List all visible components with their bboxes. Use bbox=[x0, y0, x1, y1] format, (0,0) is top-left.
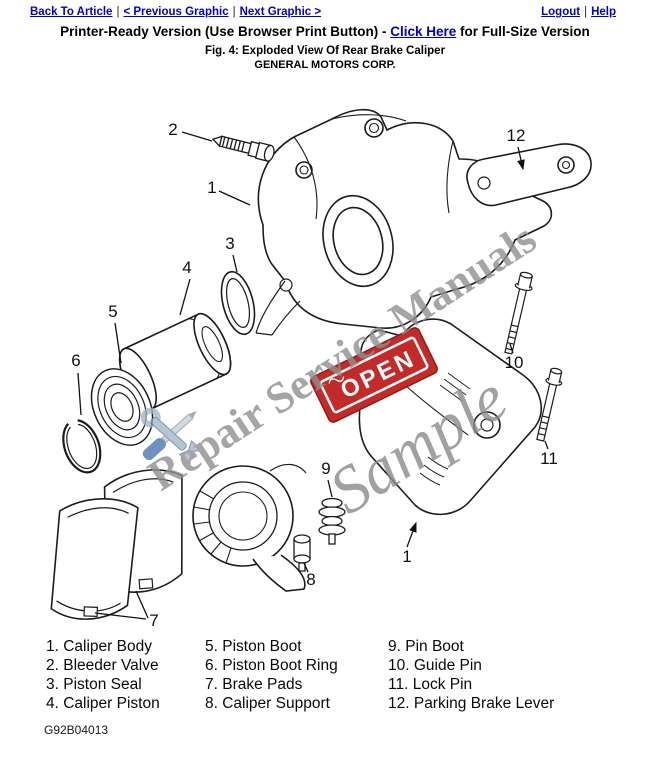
logout-link[interactable]: Logout bbox=[541, 6, 581, 18]
lock-pin-shape bbox=[536, 367, 563, 442]
legend-column-2: 5. Piston Boot 6. Piston Boot Ring 7. Br… bbox=[205, 637, 388, 713]
parts-legend: 1. Caliper Body 2. Bleeder Valve 3. Pist… bbox=[0, 637, 650, 713]
nav-right: Logout|Help bbox=[541, 6, 616, 18]
callout-11: 11 bbox=[540, 449, 558, 468]
caliper-assembly-shape bbox=[192, 463, 307, 592]
help-link[interactable]: Help bbox=[591, 6, 616, 18]
callout-1-bottom: 1 bbox=[402, 547, 411, 566]
legend-column-3: 9. Pin Boot 10. Guide Pin 11. Lock Pin 1… bbox=[388, 637, 554, 713]
callout-9: 9 bbox=[321, 459, 330, 478]
separator: | bbox=[584, 6, 588, 18]
open-sign-flourish bbox=[328, 376, 345, 384]
callout-5: 5 bbox=[108, 302, 117, 321]
callout-1-top: 1 bbox=[207, 178, 216, 197]
callout-7: 7 bbox=[149, 611, 158, 630]
piston-boot-shape bbox=[90, 368, 154, 446]
separator: | bbox=[232, 6, 236, 18]
piston-seal-shape bbox=[220, 270, 256, 336]
click-here-link[interactable]: Click Here bbox=[390, 24, 457, 39]
parking-brake-lever-shape bbox=[466, 143, 592, 207]
legend-item: 11. Lock Pin bbox=[388, 676, 473, 693]
callout-8: 8 bbox=[306, 570, 315, 589]
caliper-support-bushing-shape bbox=[293, 534, 311, 572]
next-graphic-link[interactable]: Next Graphic > bbox=[239, 6, 322, 18]
legend-item: 1. Caliper Body bbox=[46, 638, 152, 655]
callout-lines bbox=[77, 131, 549, 620]
printer-ready-prefix: Printer-Ready Version (Use Browser Print… bbox=[60, 24, 391, 39]
diagram: 2 1 12 3 4 5 6 10 11 9 1 8 7 OPEN bbox=[0, 73, 650, 633]
brake-pad-outer-shape bbox=[50, 498, 139, 620]
callout-4: 4 bbox=[182, 258, 191, 277]
figure-title: Fig. 4: Exploded View Of Rear Brake Cali… bbox=[204, 45, 446, 57]
legend-item: 12. Parking Brake Lever bbox=[388, 695, 555, 712]
nav-left: Back To Article|< Previous Graphic|Next … bbox=[30, 6, 321, 18]
back-to-article-link[interactable]: Back To Article bbox=[30, 6, 113, 18]
printer-ready-suffix: for Full-Size Version bbox=[456, 24, 590, 39]
legend-item: 8. Caliper Support bbox=[205, 695, 330, 712]
legend-item: 3. Piston Seal bbox=[46, 676, 142, 693]
callout-3: 3 bbox=[225, 234, 234, 253]
pin-boot-shape bbox=[318, 497, 346, 545]
figure-code: G92B04013 bbox=[44, 723, 109, 737]
guide-pin-shape bbox=[504, 271, 533, 355]
callout-10: 10 bbox=[505, 353, 524, 372]
legend-item: 4. Caliper Piston bbox=[46, 695, 160, 712]
callout-numbers: 2 1 12 3 4 5 6 10 11 9 1 8 7 bbox=[71, 120, 558, 630]
legend-item: 2. Bleeder Valve bbox=[46, 657, 159, 674]
separator: | bbox=[116, 6, 120, 18]
callout-6: 6 bbox=[71, 351, 80, 370]
legend-item: 6. Piston Boot Ring bbox=[205, 657, 338, 674]
bleeder-valve-shape bbox=[211, 135, 275, 162]
exploded-diagram-svg: 2 1 12 3 4 5 6 10 11 9 1 8 7 OPEN bbox=[50, 108, 592, 630]
printer-ready-line: Printer-Ready Version (Use Browser Print… bbox=[0, 24, 650, 39]
legend-item: 9. Pin Boot bbox=[388, 638, 464, 655]
legend-item: 10. Guide Pin bbox=[388, 657, 482, 674]
legend-item: 7. Brake Pads bbox=[205, 676, 303, 693]
page: Back To Article|< Previous Graphic|Next … bbox=[0, 0, 650, 737]
previous-graphic-link[interactable]: < Previous Graphic bbox=[123, 6, 229, 18]
top-navigation: Back To Article|< Previous Graphic|Next … bbox=[0, 0, 650, 20]
figure-company: GENERAL MOTORS CORP. bbox=[254, 59, 396, 71]
callout-2: 2 bbox=[168, 120, 177, 139]
legend-column-1: 1. Caliper Body 2. Bleeder Valve 3. Pist… bbox=[46, 637, 205, 713]
legend-item: 5. Piston Boot bbox=[205, 638, 302, 655]
piston-boot-ring-shape bbox=[62, 419, 102, 474]
tools-watermark-icon bbox=[140, 407, 204, 465]
callout-12: 12 bbox=[507, 126, 526, 145]
